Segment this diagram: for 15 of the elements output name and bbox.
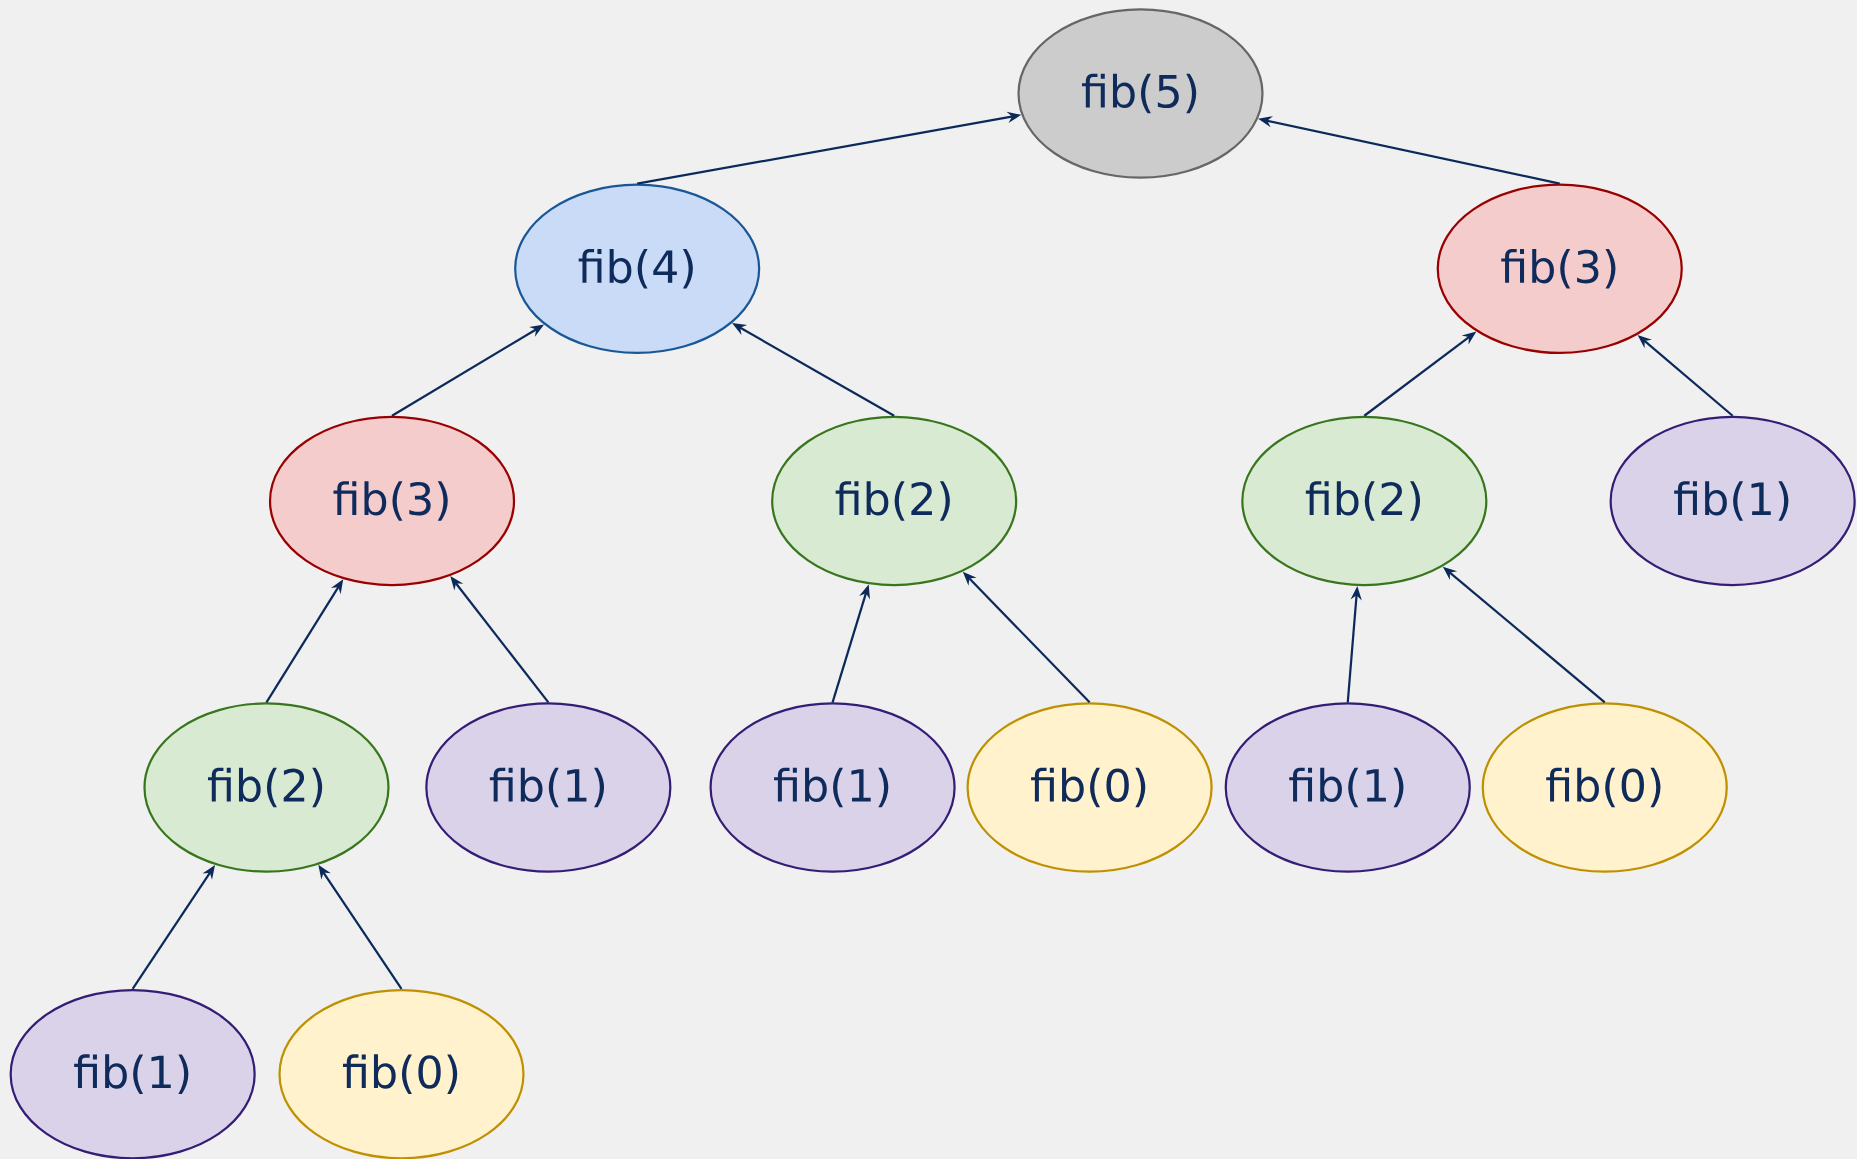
ellipse-node: fib(3) bbox=[268, 415, 516, 586]
ellipse-node: fib(2) bbox=[1241, 415, 1488, 586]
ellipse-node: fib(3) bbox=[1436, 183, 1683, 354]
ellipse-node: fib(1) bbox=[709, 702, 956, 873]
ellipse-node: fib(1) bbox=[9, 988, 256, 1159]
ellipse-node: fib(2) bbox=[143, 702, 390, 873]
ellipse-node: fib(0) bbox=[1481, 702, 1728, 873]
ellipse-node: fib(4) bbox=[514, 183, 761, 354]
ellipse-node: fib(1) bbox=[1224, 702, 1471, 873]
ellipse-node: fib(0) bbox=[278, 988, 525, 1159]
ellipse-node: fib(1) bbox=[1609, 415, 1856, 586]
ellipse-node: fib(1) bbox=[425, 702, 672, 873]
ellipse-node: fib(0) bbox=[966, 702, 1213, 873]
ellipse-node: fib(2) bbox=[771, 415, 1018, 586]
ellipse-node: fib(5) bbox=[1017, 8, 1264, 179]
